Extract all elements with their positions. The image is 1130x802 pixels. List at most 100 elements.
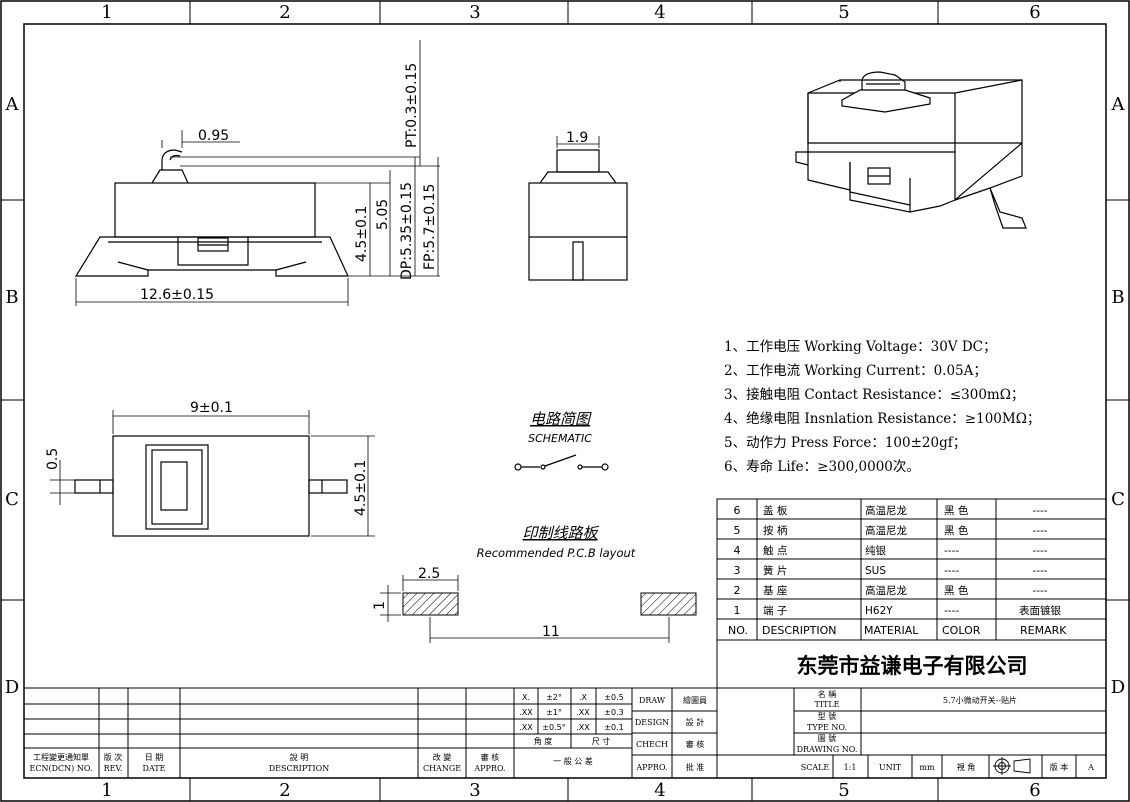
tb-view-label: 視 角	[957, 762, 976, 772]
spec-line-1: 1、工作电压 Working Voltage：30V DC；	[724, 339, 996, 355]
dim-lead-thick: 0.5	[45, 448, 61, 470]
tb-version-label: 版 本	[1050, 762, 1069, 772]
bom-row-material: 高温尼龙	[865, 584, 907, 597]
schematic-symbol	[514, 454, 609, 471]
bom-row-remark: ----	[1032, 545, 1047, 557]
bom-row-desc: 按 柄	[763, 524, 787, 537]
dim-top-width: 9±0.1	[190, 400, 233, 416]
bom-row-material: H62Y	[865, 605, 893, 617]
tolerance-cell: .XX	[519, 723, 533, 732]
tb-draw-cn: 繪圖員	[683, 695, 707, 705]
bom-row-remark: ----	[1032, 585, 1047, 597]
bom-header-no: NO.	[728, 624, 748, 637]
bom-header-remark: REMARK	[1020, 624, 1067, 637]
tb-date-en: DATE	[143, 764, 166, 773]
tb-scale-label: SCALE	[801, 763, 830, 772]
bom-row-material: 高温尼龙	[865, 504, 907, 517]
tolerance-cell: ±2°	[546, 693, 562, 702]
grid-col-6-bottom: 6	[1029, 780, 1040, 801]
tb-desc-en: DESCRIPTION	[269, 764, 329, 773]
grid-col-2-bottom: 2	[279, 780, 290, 801]
bom-header-desc: DESCRIPTION	[762, 624, 836, 637]
bom-row-color: 黑 色	[944, 504, 969, 517]
bom-row-color: 黑 色	[944, 524, 969, 537]
tolerance-cell: .X	[579, 693, 588, 702]
tb-rev-en: REV.	[104, 764, 123, 773]
tb-type-en: TYPE NO.	[807, 723, 847, 732]
tb-design-cn: 設 計	[686, 717, 705, 727]
bom-row-material: SUS	[865, 565, 886, 577]
isometric-view	[795, 71, 1027, 229]
tolerance-cell: .XX	[576, 723, 590, 732]
bom-row-desc: 盖 板	[763, 504, 788, 517]
grid-col-6-top: 6	[1029, 2, 1040, 23]
bom-header-material: MATERIAL	[864, 624, 919, 637]
dim-length: 12.6±0.15	[140, 287, 214, 303]
front-dims	[75, 40, 440, 306]
tb-change-en: CHANGE	[423, 764, 461, 773]
bom-row-no: 6	[734, 504, 741, 517]
grid-row-c-right: C	[1111, 489, 1125, 510]
pcb-title-en: Recommended P.C.B layout	[477, 546, 636, 560]
dim-side-width: 1.9	[566, 130, 588, 146]
side-view	[528, 149, 628, 281]
front-view	[74, 149, 349, 277]
dim-pad-pitch: 11	[542, 624, 560, 640]
pcb-pad-right	[640, 592, 697, 616]
tb-appro: APPRO.	[635, 763, 667, 772]
bom-row-no: 1	[734, 604, 741, 617]
tolerance-cell: ±0.3	[604, 708, 623, 717]
tb-appro-cn: 批 准	[686, 762, 705, 772]
tb-approval-en: APPRO.	[473, 764, 505, 773]
tb-angle: 角 度	[534, 736, 553, 746]
spec-line-4: 4、绝缘电阻 Insnlation Resistance：≥100MΩ；	[724, 411, 1040, 427]
bom-row-remark: ----	[1032, 525, 1047, 537]
pcb-dims	[380, 575, 670, 643]
pcb-title-cn: 印制线路板	[522, 524, 599, 542]
bom-row-desc: 触 点	[763, 544, 787, 557]
bom-row-no: 3	[734, 564, 741, 577]
tb-rev-cn: 版 次	[104, 752, 123, 762]
tb-scale-value: 1:1	[844, 763, 857, 772]
bom-row-remark: ----	[1032, 505, 1047, 517]
dim-505: 5.05	[375, 199, 391, 230]
top-dims	[50, 410, 375, 537]
tb-title-en: TITLE	[815, 700, 840, 709]
tb-unit-value: mm	[919, 763, 935, 772]
spec-line-2: 2、工作电流 Working Current：0.05A；	[724, 363, 987, 379]
dim-top-height: 4.5±0.1	[353, 460, 369, 516]
tolerance-cell: .XX	[576, 708, 590, 717]
dim-pt: PT:0.3±0.15	[404, 63, 420, 148]
tolerance-cell: .XX	[519, 708, 533, 717]
grid-col-5-bottom: 5	[838, 780, 849, 801]
grid-col-1-top: 1	[101, 2, 112, 23]
tolerance-cell: X.	[522, 693, 530, 702]
grid-col-3-bottom: 3	[469, 780, 480, 801]
tb-date-cn: 日 期	[145, 753, 164, 762]
tb-unit-label: UNIT	[879, 763, 902, 772]
tb-approval-cn: 審 核	[481, 752, 500, 762]
tb-size: 尺 寸	[592, 736, 611, 746]
grid-col-4-bottom: 4	[654, 780, 665, 801]
dim-body-height: 4.5±0.1	[354, 206, 370, 262]
bom-row-color: ----	[944, 545, 959, 557]
bom-row-desc: 基 座	[763, 584, 787, 597]
tb-drawing-cn: 圖 號	[818, 733, 837, 743]
bom-row-remark: 表面镀银	[1019, 604, 1061, 617]
schematic-title-en: SCHEMATIC	[528, 432, 592, 445]
top-view	[74, 435, 348, 537]
dim-lever-offset: 0.95	[198, 128, 229, 144]
bom-row-desc: 簧 片	[763, 564, 787, 577]
bom-row-desc: 端 子	[763, 604, 787, 617]
bom-row-color: ----	[944, 565, 959, 577]
projection-symbol-icon	[993, 757, 1031, 775]
bom-row-no: 2	[734, 584, 741, 597]
dim-pad-width: 2.5	[418, 566, 440, 582]
grid-row-b-left: B	[5, 287, 18, 308]
tb-drawing-en: DRAWING NO.	[797, 745, 858, 754]
tb-ecn-cn: 工程變更通知單	[33, 752, 89, 762]
bom-row-material: 高温尼龙	[865, 524, 907, 537]
